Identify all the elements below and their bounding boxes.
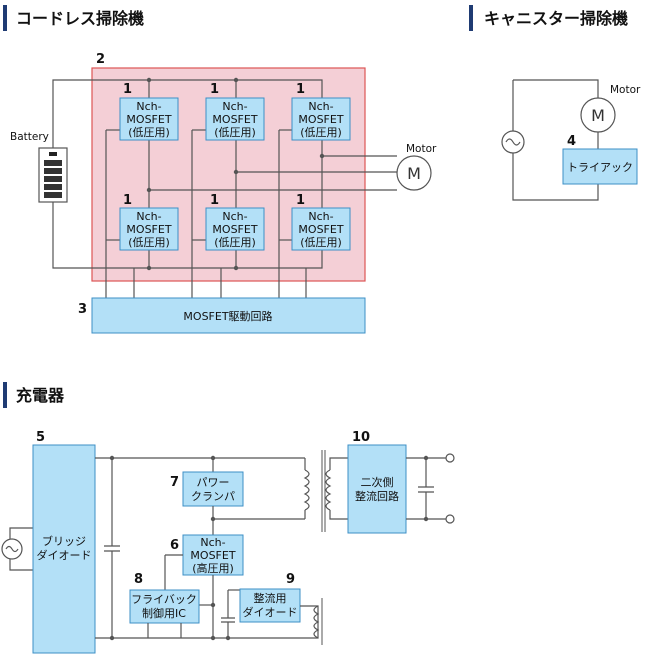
section-title-canister: キャニスター掃除機: [484, 9, 628, 28]
number-7: 7: [170, 475, 179, 490]
canister-circuit: M Motor トライアック 4: [501, 79, 641, 201]
svg-text:Nch-: Nch-: [136, 210, 161, 223]
triac-block: [562, 148, 638, 185]
section-accent-bar: [3, 5, 7, 31]
mosfet-driver-label: MOSFET駆動回路: [183, 309, 272, 323]
svg-text:ダイオード: ダイオード: [243, 605, 298, 619]
triac-label: トライアック: [567, 161, 633, 174]
svg-text:パワー: パワー: [197, 476, 230, 489]
number-1: 1: [296, 82, 305, 97]
section-accent-bar: [3, 382, 7, 408]
svg-text:(高圧用): (高圧用): [192, 561, 234, 575]
svg-text:(低圧用): (低圧用): [128, 236, 170, 249]
charger-circuit: ブリッジ ダイオード 5 パワー クランパ 7 Nch- MOSFET (高圧用…: [1, 430, 455, 654]
number-4: 4: [567, 134, 576, 149]
svg-text:Nch-: Nch-: [222, 210, 247, 223]
svg-text:フライバック: フライバック: [131, 593, 197, 606]
motor-symbol: M: [591, 106, 605, 125]
battery-label: Battery: [10, 131, 49, 143]
svg-text:二次側: 二次側: [361, 475, 394, 489]
flyback-ic-block: [129, 589, 200, 624]
mosfet-block: Nch- MOSFET (低圧用): [205, 207, 265, 251]
svg-text:(低圧用): (低圧用): [128, 126, 170, 139]
number-1: 1: [123, 193, 132, 208]
svg-text:MOSFET: MOSFET: [298, 113, 343, 126]
mosfet-block: Nch- MOSFET (低圧用): [119, 97, 179, 141]
svg-text:Nch-: Nch-: [308, 210, 333, 223]
mosfet-block: Nch- MOSFET (低圧用): [205, 97, 265, 141]
mosfet-block: [182, 534, 244, 576]
battery-icon: [38, 147, 68, 203]
svg-text:MOSFET: MOSFET: [126, 223, 171, 236]
power-clamper-block: [182, 471, 244, 507]
bridge-diode-block: [32, 444, 96, 654]
svg-text:(低圧用): (低圧用): [300, 126, 342, 139]
number-3: 3: [78, 302, 87, 317]
svg-text:整流回路: 整流回路: [355, 489, 399, 503]
svg-text:Nch-: Nch-: [308, 100, 333, 113]
svg-text:(低圧用): (低圧用): [214, 126, 256, 139]
auxiliary-winding-icon: [313, 605, 320, 639]
svg-text:Nch-: Nch-: [222, 100, 247, 113]
svg-text:(低圧用): (低圧用): [214, 236, 256, 249]
svg-text:整流用: 整流用: [254, 591, 287, 605]
section-accent-bar: [469, 5, 473, 31]
svg-text:クランパ: クランパ: [191, 490, 235, 503]
mosfet-driver-block: [91, 297, 366, 334]
output-terminal: [445, 453, 455, 463]
motor-icon: [396, 155, 432, 191]
number-6: 6: [170, 538, 179, 553]
number-2: 2: [96, 52, 105, 67]
transformer-primary-icon: [303, 469, 310, 511]
number-5: 5: [36, 430, 45, 445]
rectifier-diode-block: [239, 588, 301, 623]
svg-text:ブリッジ: ブリッジ: [42, 534, 86, 548]
svg-text:制御用IC: 制御用IC: [142, 606, 186, 620]
number-9: 9: [286, 572, 295, 587]
section-title-charger: 充電器: [16, 386, 65, 405]
svg-text:ダイオード: ダイオード: [37, 548, 92, 562]
transformer-secondary-icon: [325, 469, 332, 511]
cordless-circuit: 2 Battery: [10, 52, 437, 334]
mosfet-block: Nch- MOSFET (低圧用): [291, 207, 351, 251]
section-title-cordless: コードレス掃除機: [16, 9, 144, 28]
svg-text:MOSFET: MOSFET: [298, 223, 343, 236]
svg-text:MOSFET: MOSFET: [212, 113, 257, 126]
svg-text:MOSFET: MOSFET: [126, 113, 171, 126]
motor-label: Motor: [406, 143, 437, 155]
mosfet-block: Nch- MOSFET (低圧用): [119, 207, 179, 251]
svg-text:MOSFET: MOSFET: [190, 549, 235, 562]
motor-label: Motor: [610, 84, 641, 96]
mosfet-block: Nch- MOSFET (低圧用): [291, 97, 351, 141]
number-1: 1: [123, 82, 132, 97]
number-1: 1: [210, 82, 219, 97]
output-terminal: [445, 514, 455, 524]
svg-text:Nch-: Nch-: [200, 536, 225, 549]
secondary-rectifier-block: [347, 444, 407, 534]
number-8: 8: [134, 572, 143, 587]
number-1: 1: [210, 193, 219, 208]
motor-symbol: M: [407, 164, 421, 183]
number-1: 1: [296, 193, 305, 208]
svg-text:MOSFET: MOSFET: [212, 223, 257, 236]
number-10: 10: [352, 430, 370, 445]
svg-text:Nch-: Nch-: [136, 100, 161, 113]
svg-text:(低圧用): (低圧用): [300, 236, 342, 249]
